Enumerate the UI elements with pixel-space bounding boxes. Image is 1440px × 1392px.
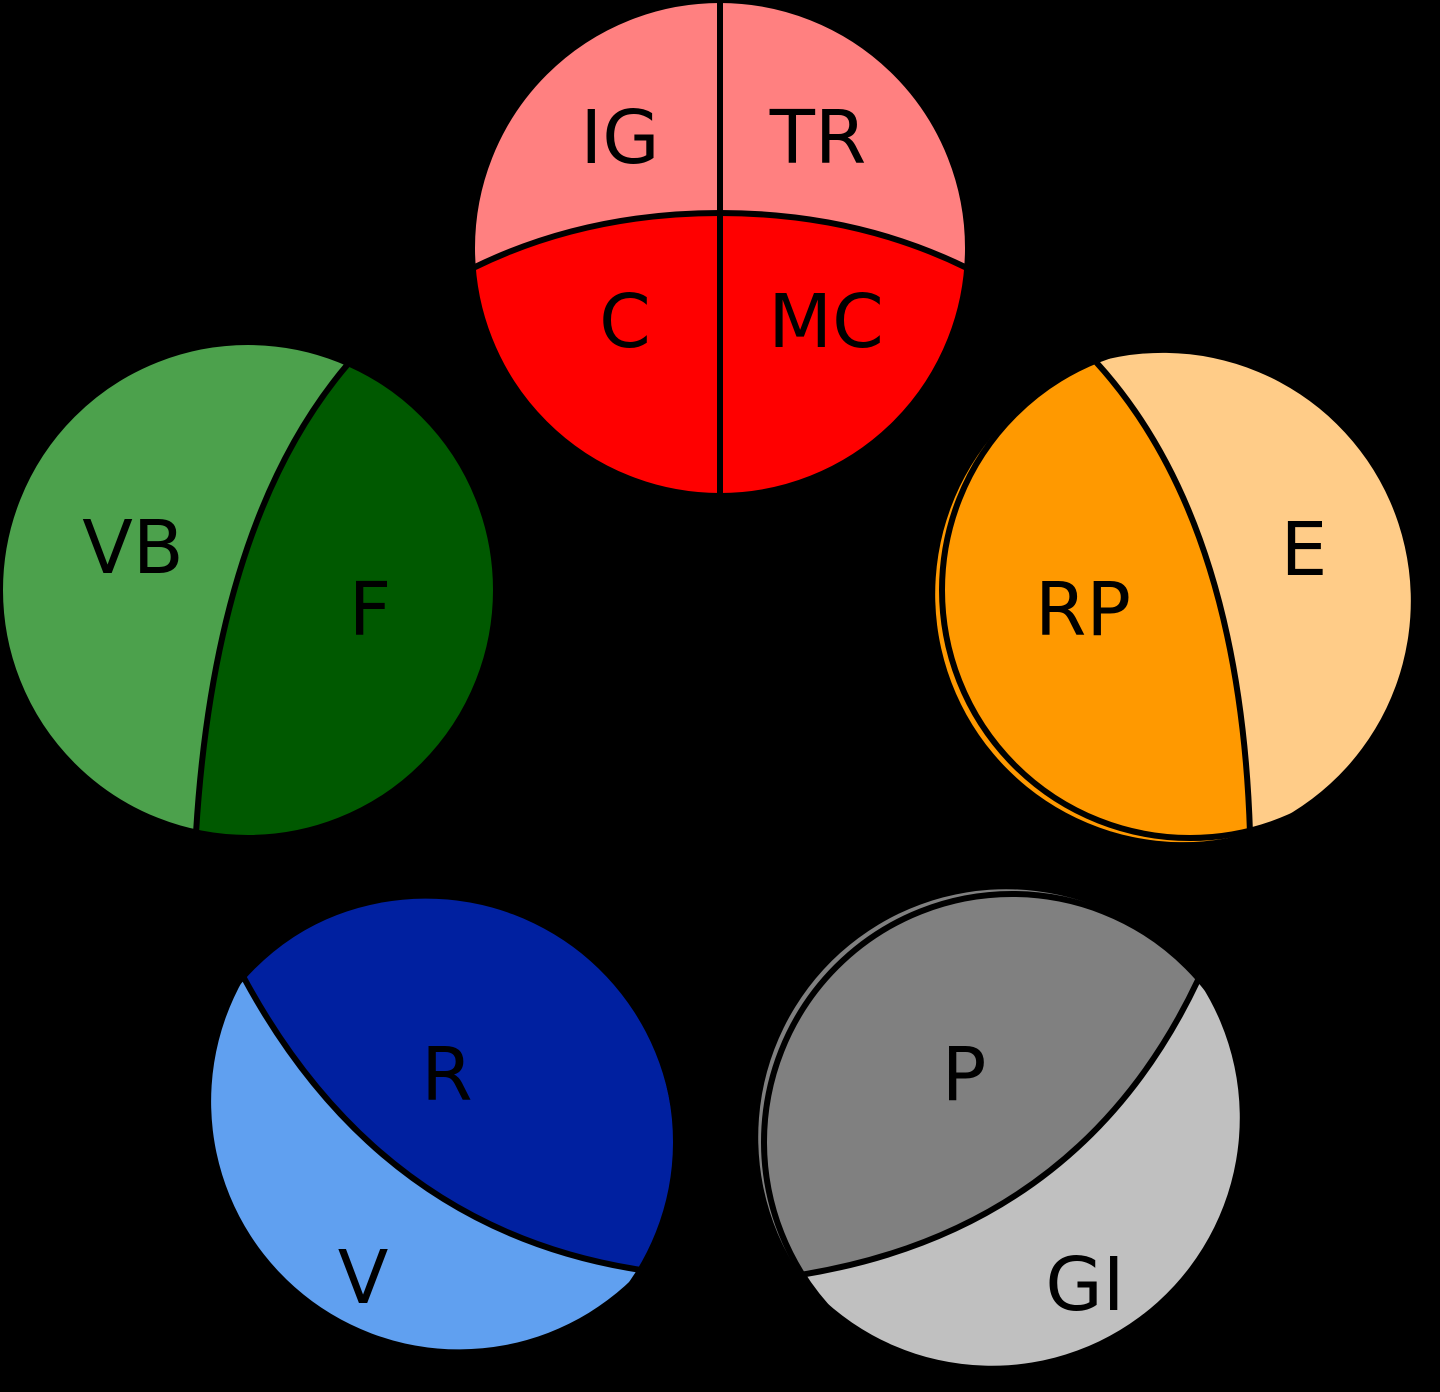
segment-c bbox=[473, 213, 720, 496]
label-p: P bbox=[942, 1032, 987, 1118]
label-c: C bbox=[599, 279, 651, 365]
label-mc: MC bbox=[768, 279, 884, 365]
segment-v bbox=[211, 978, 641, 1350]
label-vb: VB bbox=[82, 505, 183, 591]
red-circle: IG TR C MC bbox=[469, 0, 971, 499]
orange-circle: RP E bbox=[935, 339, 1440, 843]
label-tr: TR bbox=[769, 95, 867, 181]
green-circle-outline bbox=[0, 339, 499, 841]
segment-gi bbox=[800, 980, 1240, 1366]
green-divider-curve bbox=[193, 362, 351, 834]
segment-r bbox=[244, 898, 674, 1270]
blue-circle: R V bbox=[177, 891, 679, 1392]
segment-ig bbox=[472, 0, 720, 268]
red-divider-curve bbox=[471, 210, 969, 271]
blue-divider-curve bbox=[241, 976, 642, 1273]
label-v: V bbox=[338, 1235, 389, 1321]
gray-circle-outline bbox=[761, 891, 1263, 1392]
label-ig: IG bbox=[580, 95, 659, 181]
segment-mc bbox=[720, 213, 967, 496]
label-f: F bbox=[349, 567, 392, 653]
label-e: E bbox=[1281, 507, 1328, 593]
orange-circle-outline bbox=[939, 339, 1440, 841]
gray-circle: P GI bbox=[758, 889, 1263, 1392]
label-r: R bbox=[421, 1032, 472, 1118]
blue-circle-outline bbox=[177, 891, 679, 1392]
orange-divider-curve bbox=[1093, 359, 1253, 834]
segment-p bbox=[758, 889, 1198, 1275]
segment-vb bbox=[0, 342, 348, 833]
green-circle: VB F bbox=[0, 339, 499, 841]
segment-f bbox=[196, 364, 495, 839]
segment-tr bbox=[720, 0, 968, 268]
label-rp: RP bbox=[1035, 567, 1131, 653]
gray-divider-curve bbox=[799, 978, 1201, 1278]
segment-rp bbox=[935, 362, 1250, 843]
label-gi: GI bbox=[1045, 1242, 1124, 1328]
